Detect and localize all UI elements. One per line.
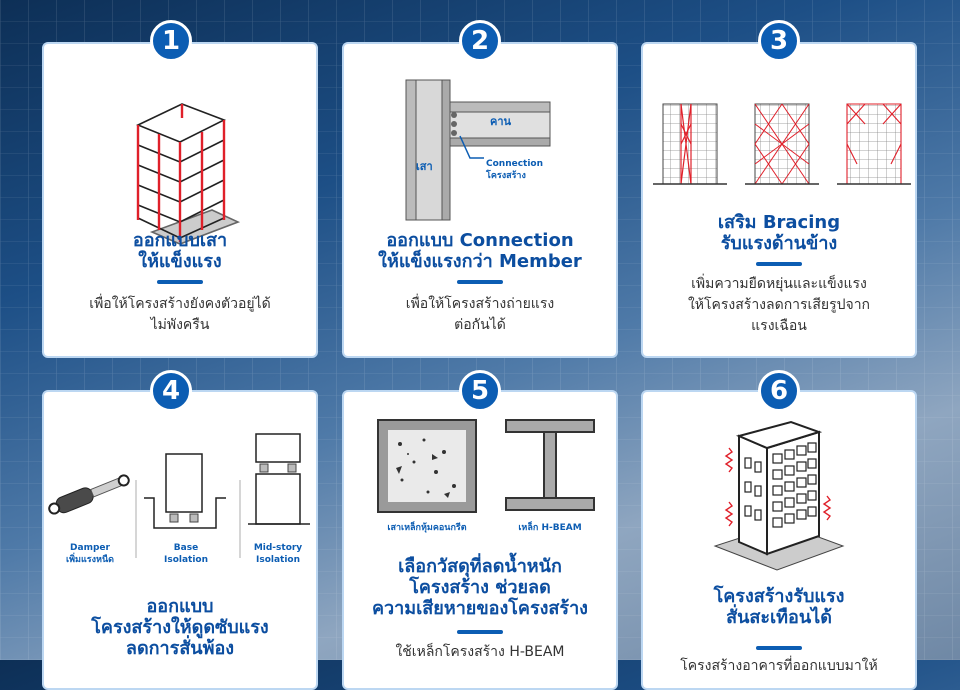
card-6-title: โครงสร้างรับแรงสั่นสะเทือนได้	[713, 586, 845, 628]
step-number-2: 2	[459, 20, 501, 62]
connection-label-2: โครงสร้าง	[485, 169, 526, 181]
base-isolation-label-2: Isolation	[164, 555, 208, 565]
card-4-damping: Damper เพิ่มแรงหนืด Base Isolation Mid-s…	[42, 390, 318, 690]
card-5-materials: เสาเหล็กหุ้มคอนกรีต เหล็ก H-BEAM เลือกวั…	[342, 390, 618, 690]
damper-label-2: เพิ่มแรงหนืด	[66, 552, 114, 565]
beam-column-connection-icon: คาน เสา Connection โครงสร้าง	[405, 79, 551, 221]
damper-label-1: Damper	[70, 543, 110, 553]
card-5-divider	[457, 630, 503, 634]
card-2-connection: คาน เสา Connection โครงสร้าง ออกแบบ Conn…	[342, 42, 618, 358]
building-vibration-icon	[713, 420, 845, 571]
card-2-description: เพื่อให้โครงสร้างถ่ายแรงต่อกันได้	[405, 296, 555, 333]
step-number-1: 1	[150, 20, 192, 62]
card-1-divider	[157, 280, 203, 284]
damping-systems-icon: Damper เพิ่มแรงหนืด Base Isolation Mid-s…	[48, 433, 310, 565]
base-isolation-label-1: Base	[174, 543, 198, 553]
bracing-frames-icon	[653, 103, 911, 185]
hbeam-label: เหล็ก H-BEAM	[518, 520, 581, 533]
step-number-3: 3	[758, 20, 800, 62]
card-1-title: ออกแบบเสาให้แข็งแรง	[132, 230, 228, 272]
card-2-divider	[457, 280, 503, 284]
card-1-description: เพื่อให้โครงสร้างยังคงตัวอยู่ได้ไม่พังคร…	[89, 296, 271, 333]
building-frame-icon	[136, 103, 241, 245]
card-6-vibration: โครงสร้างรับแรงสั่นสะเทือนได้ โครงสร้างอ…	[641, 390, 917, 690]
card-6-divider	[756, 646, 802, 650]
card-6-description: โครงสร้างอาคารที่ออกแบบมาให้	[680, 658, 878, 674]
step-number-6: 6	[758, 370, 800, 412]
connection-label-1: Connection	[486, 159, 543, 169]
card-4-title: ออกแบบโครงสร้างให้ดูดซับแรงลดการสั่นพ้อง	[91, 596, 269, 659]
mid-story-label-2: Isolation	[256, 555, 300, 565]
card-5-title: เลือกวัสดุที่ลดน้ำหนักโครงสร้าง ช่วยลดคว…	[372, 556, 588, 619]
column-label: เสา	[416, 160, 433, 173]
concrete-column-label: เสาเหล็กหุ้มคอนกรีต	[387, 520, 466, 533]
beam-label: คาน	[490, 115, 512, 128]
card-1-columns: ออกแบบเสาให้แข็งแรง เพื่อให้โครงสร้างยัง…	[42, 42, 318, 358]
card-3-divider	[756, 262, 802, 266]
materials-icon: เสาเหล็กหุ้มคอนกรีต เหล็ก H-BEAM	[377, 419, 595, 533]
card-5-description: ใช้เหล็กโครงสร้าง H-BEAM	[395, 644, 565, 660]
mid-story-label-1: Mid-story	[254, 543, 302, 553]
step-number-5: 5	[459, 370, 501, 412]
step-number-4: 4	[150, 370, 192, 412]
card-3-description: เพิ่มความยืดหยุ่นและแข็งแรงให้โครงสร้างล…	[687, 276, 871, 334]
